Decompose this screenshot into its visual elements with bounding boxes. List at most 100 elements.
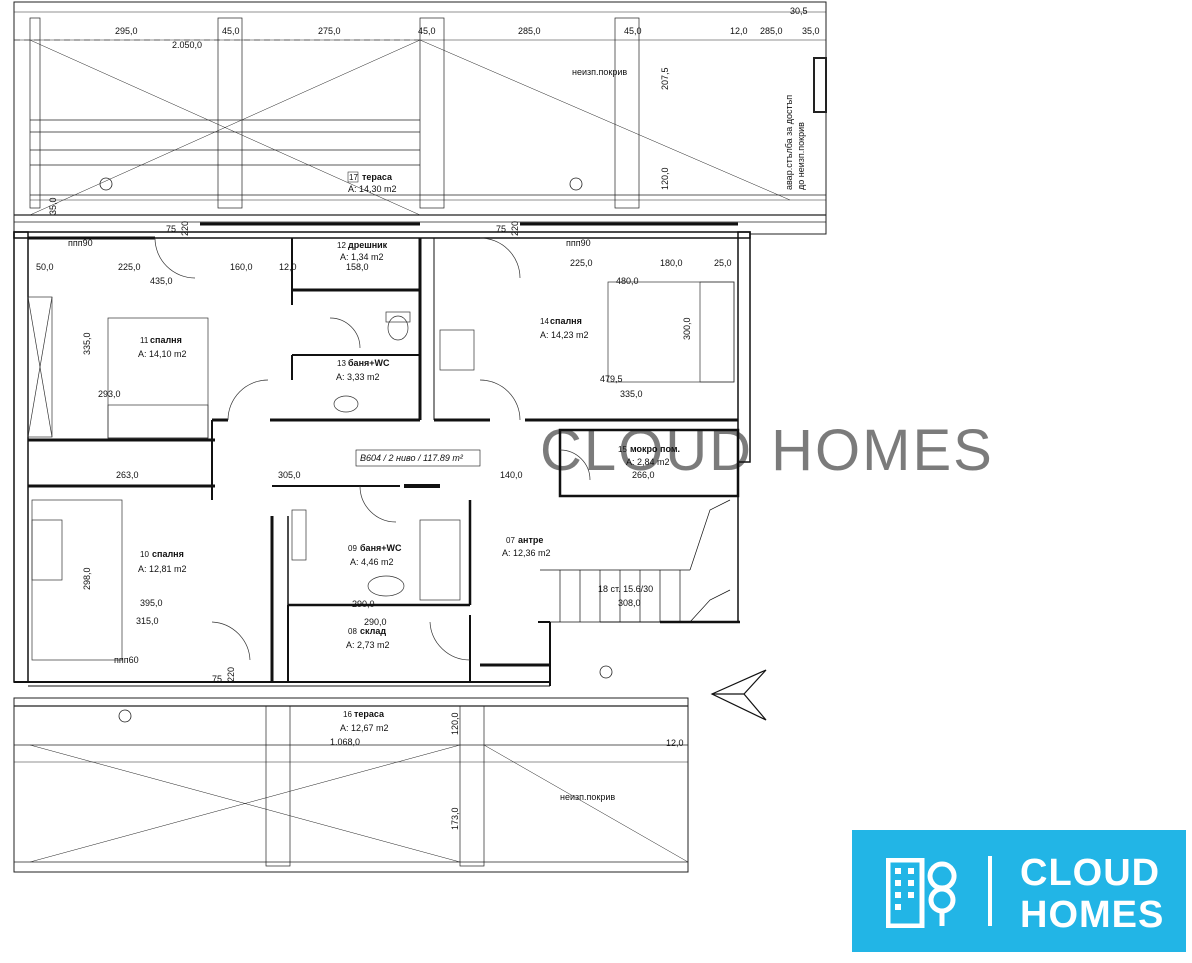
- svg-text:A: 1,34 m2: A: 1,34 m2: [340, 252, 384, 262]
- roof-top-label: неизп.покрив: [572, 67, 627, 77]
- room-16-label: 16 тераса A: 12,67 m2: [340, 709, 389, 733]
- room-07-label: 07 антре A: 12,36 m2: [502, 535, 551, 558]
- svg-text:295,0: 295,0: [115, 26, 138, 36]
- svg-text:12: 12: [337, 241, 346, 250]
- svg-text:10: 10: [140, 550, 149, 559]
- ppp-label-2: ппп90: [566, 238, 591, 248]
- unit-label: B604 / 2 ниво / 117.89 m²: [355, 449, 481, 467]
- building-pin-icon: [886, 858, 957, 928]
- ppp-label-3: ппп60: [114, 655, 139, 665]
- room-12-label: 12 дрешник A: 1,34 m2: [337, 240, 388, 262]
- svg-text:дрешник: дрешник: [348, 240, 388, 250]
- svg-text:12,0: 12,0: [279, 262, 297, 272]
- svg-text:75: 75: [166, 224, 176, 234]
- svg-text:спалня: спалня: [550, 316, 582, 326]
- svg-text:298,0: 298,0: [82, 567, 92, 590]
- svg-text:A: 2,73 m2: A: 2,73 m2: [346, 640, 390, 650]
- svg-text:11: 11: [140, 336, 149, 345]
- svg-text:спалня: спалня: [152, 549, 184, 559]
- svg-text:275,0: 275,0: [318, 26, 341, 36]
- svg-text:335,0: 335,0: [620, 389, 643, 399]
- logo-separator: [988, 856, 992, 926]
- svg-text:120,0: 120,0: [450, 712, 460, 735]
- svg-text:2.050,0: 2.050,0: [172, 40, 202, 50]
- svg-text:тераса: тераса: [354, 709, 385, 719]
- logo-text: CLOUD HOMES: [1020, 852, 1164, 936]
- svg-text:A: 14,30 m2: A: 14,30 m2: [348, 184, 397, 194]
- svg-text:335,0: 335,0: [82, 332, 92, 355]
- svg-text:50,0: 50,0: [36, 262, 54, 272]
- svg-text:CLOUD HOMES: CLOUD HOMES: [540, 418, 994, 483]
- svg-text:300,0: 300,0: [682, 317, 692, 340]
- cloud-homes-logo: CLOUD HOMES: [852, 830, 1186, 952]
- svg-text:A: 14,23 m2: A: 14,23 m2: [540, 330, 589, 340]
- svg-text:395,0: 395,0: [140, 598, 163, 608]
- svg-text:баня+WC: баня+WC: [360, 543, 402, 553]
- ppp-label-1: ппп90: [68, 238, 93, 248]
- svg-text:220: 220: [226, 667, 236, 682]
- svg-text:120,0: 120,0: [660, 167, 670, 190]
- svg-text:тераса: тераса: [362, 172, 393, 182]
- svg-text:14: 14: [540, 317, 549, 326]
- svg-text:08: 08: [348, 627, 357, 636]
- svg-text:17: 17: [349, 173, 358, 182]
- hatch-label-2: до неизп.покрив: [796, 122, 806, 190]
- svg-text:285,0: 285,0: [760, 26, 783, 36]
- svg-text:225,0: 225,0: [570, 258, 593, 268]
- svg-text:16: 16: [343, 710, 352, 719]
- logo-line-1: CLOUD: [1020, 852, 1161, 894]
- svg-text:140,0: 140,0: [500, 470, 523, 480]
- room-08-label: 08 склад A: 2,73 m2: [346, 626, 390, 650]
- svg-text:A: 12,67 m2: A: 12,67 m2: [340, 723, 389, 733]
- svg-text:A: 12,81 m2: A: 12,81 m2: [138, 564, 187, 574]
- svg-text:15: 15: [618, 445, 627, 454]
- logo-line-2: HOMES: [1020, 894, 1165, 936]
- room-11-label: 11 спалня A: 14,10 m2: [138, 335, 187, 359]
- svg-text:290,0: 290,0: [364, 617, 387, 627]
- svg-text:315,0: 315,0: [136, 616, 159, 626]
- svg-text:207,5: 207,5: [660, 67, 670, 90]
- svg-text:A: 2,84 m2: A: 2,84 m2: [626, 457, 670, 467]
- dimension-labels: 295,0 45,0 275,0 45,0 285,0 45,0 12,0 28…: [36, 6, 820, 830]
- svg-text:склад: склад: [360, 626, 386, 636]
- svg-text:спалня: спалня: [150, 335, 182, 345]
- north-arrow-icon: [710, 669, 767, 721]
- room-14-label: 14 спалня A: 14,23 m2: [540, 316, 589, 340]
- svg-text:308,0: 308,0: [618, 598, 641, 608]
- svg-text:220: 220: [510, 221, 520, 236]
- svg-text:285,0: 285,0: [518, 26, 541, 36]
- roof-bottom-label: неизп.покрив: [560, 792, 615, 802]
- svg-text:263,0: 263,0: [116, 470, 139, 480]
- svg-text:435,0: 435,0: [150, 276, 173, 286]
- svg-text:A: 12,36 m2: A: 12,36 m2: [502, 548, 551, 558]
- svg-text:1.068,0: 1.068,0: [330, 737, 360, 747]
- svg-text:266,0: 266,0: [632, 470, 655, 480]
- room-17-label: 17 тераса A: 14,30 m2: [347, 171, 397, 194]
- svg-text:антре: антре: [518, 535, 543, 545]
- svg-text:293,0: 293,0: [98, 389, 121, 399]
- svg-text:75: 75: [496, 224, 506, 234]
- apartment-walls: [13, 222, 751, 687]
- svg-text:173,0: 173,0: [450, 807, 460, 830]
- svg-text:07: 07: [506, 536, 515, 545]
- room-15-label: 15 мокро пом. A: 2,84 m2: [618, 444, 680, 467]
- svg-text:A: 14,10 m2: A: 14,10 m2: [138, 349, 187, 359]
- svg-text:45,0: 45,0: [624, 26, 642, 36]
- svg-text:30,5: 30,5: [790, 6, 808, 16]
- svg-text:13: 13: [337, 359, 346, 368]
- bottom-roof-region: [13, 665, 689, 873]
- svg-text:220: 220: [180, 221, 190, 236]
- watermark: CLOUD HOMES: [540, 418, 994, 483]
- svg-text:мокро пом.: мокро пом.: [630, 444, 680, 454]
- svg-text:180,0: 180,0: [660, 258, 683, 268]
- svg-text:B604 / 2 ниво / 117.89 m²: B604 / 2 ниво / 117.89 m²: [360, 453, 464, 463]
- stairs-label: 18 ст. 15.6/30: [598, 584, 653, 594]
- svg-text:225,0: 225,0: [118, 262, 141, 272]
- svg-text:158,0: 158,0: [346, 262, 369, 272]
- svg-text:479,5: 479,5: [600, 374, 623, 384]
- svg-text:25,0: 25,0: [714, 258, 732, 268]
- svg-text:45,0: 45,0: [418, 26, 436, 36]
- svg-text:35,0: 35,0: [48, 197, 58, 215]
- svg-text:160,0: 160,0: [230, 262, 253, 272]
